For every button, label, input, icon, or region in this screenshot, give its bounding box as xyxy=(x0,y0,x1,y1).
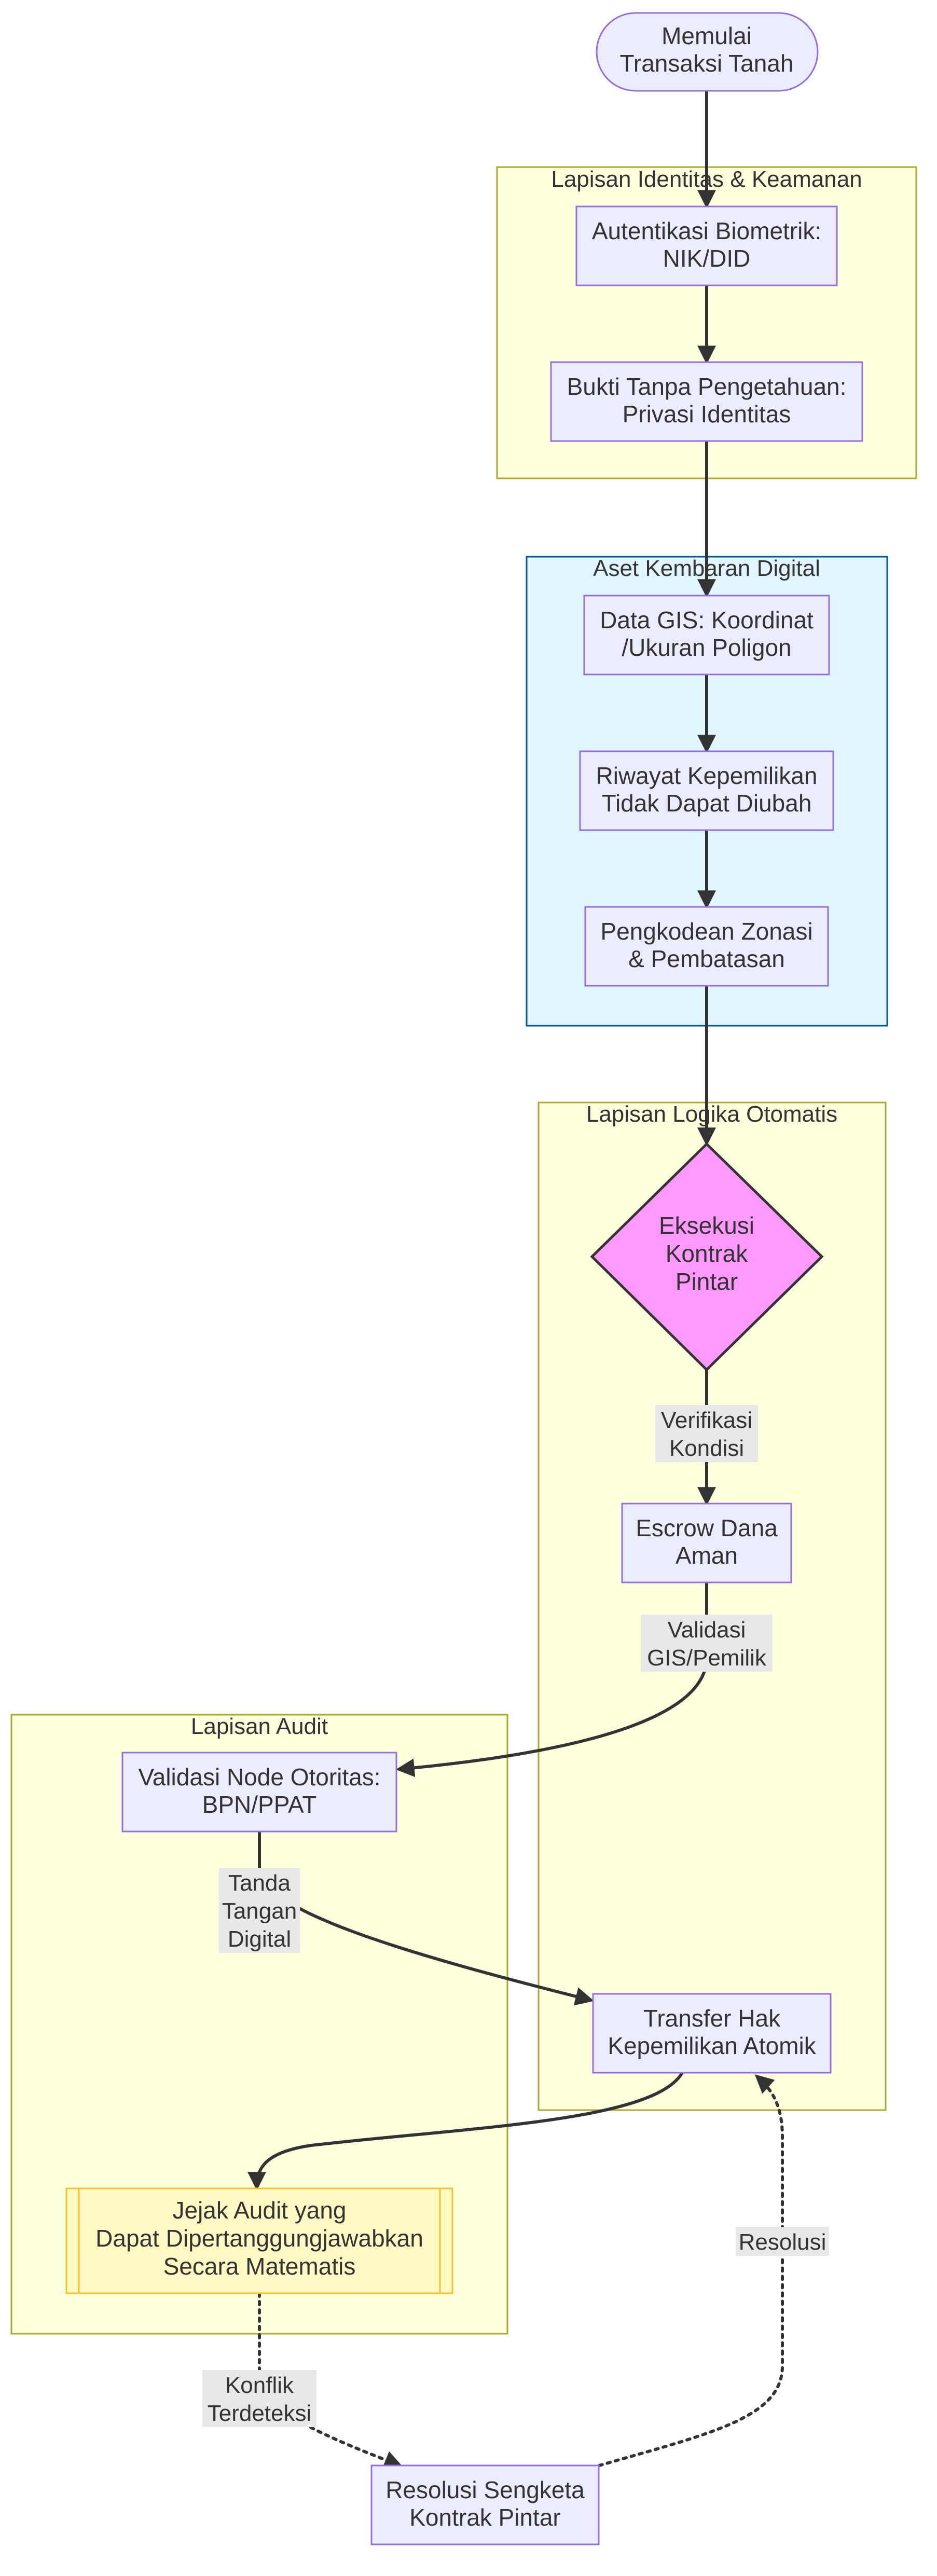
node-history-line2: Tidak Dapat Diubah xyxy=(602,790,812,817)
cluster-audit-title: Lapisan Audit xyxy=(191,1714,328,1739)
node-transfer-line1: Transfer Hak xyxy=(643,2005,781,2032)
edge-label-validate: Validasi GIS/Pemilik xyxy=(641,1615,773,1672)
node-escrow-line1: Escrow Dana xyxy=(636,1514,778,1541)
node-transfer-line2: Kepemilikan Atomik xyxy=(608,2032,816,2059)
node-dispute-line1: Resolusi Sengketa xyxy=(385,2476,585,2503)
node-validator-line2: BPN/PPAT xyxy=(202,1791,317,1818)
node-start-line2: Transaksi Tanah xyxy=(620,50,794,77)
node-audit-trail: Jejak Audit yang Dapat Dipertanggungjawa… xyxy=(65,2187,453,2294)
edge-label-verify-line2: Kondisi xyxy=(669,1436,744,1461)
node-contract-line3: Pintar xyxy=(676,1268,738,1295)
edge-label-signature: Tanda Tangan Digital xyxy=(219,1868,300,1953)
edge-transfer-audit xyxy=(247,2072,684,2191)
edge-label-signature-line2: Tangan xyxy=(222,1898,297,1924)
edge-label-resolution: Resolusi xyxy=(736,2227,829,2256)
node-zoning-line2: & Pembatasan xyxy=(628,945,785,972)
node-gis-line2: /Ukuran Poligon xyxy=(622,634,791,661)
edge-escrow-validator xyxy=(395,1582,708,1778)
edge-label-conflict-line2: Terdeteksi xyxy=(208,2401,312,2426)
node-dispute: Resolusi Sengketa Kontrak Pintar xyxy=(370,2464,600,2545)
node-audit-trail-line2: Dapat Dipertanggungjawabkan xyxy=(95,2225,423,2252)
node-biometric: Autentikasi Biometrik: NIK/DID xyxy=(575,205,838,286)
edge-label-conflict-line1: Konflik xyxy=(225,2373,294,2398)
node-contract-line2: Kontrak xyxy=(666,1240,749,1267)
edge-label-validate-line1: Validasi xyxy=(668,1617,746,1643)
edge-label-verify: Verifikasi Kondisi xyxy=(655,1405,758,1462)
edge-label-verify-line1: Verifikasi xyxy=(661,1408,752,1433)
node-zkp-line2: Privasi Identitas xyxy=(623,401,791,428)
node-gis-line1: Data GIS: Koordinat xyxy=(600,607,814,633)
node-audit-trail-line1: Jejak Audit yang xyxy=(172,2197,346,2224)
node-history-line1: Riwayat Kepemilikan xyxy=(596,762,818,789)
node-history: Riwayat Kepemilikan Tidak Dapat Diubah xyxy=(579,750,834,831)
node-dispute-line2: Kontrak Pintar xyxy=(409,2504,560,2531)
node-contract-line1: Eksekusi xyxy=(659,1212,754,1239)
edge-dispute-transfer xyxy=(598,2074,784,2467)
node-transfer: Transfer Hak Kepemilikan Atomik xyxy=(592,1993,832,2074)
edge-label-conflict: Konflik Terdeteksi xyxy=(202,2370,316,2427)
node-audit-trail-line3: Secara Matematis xyxy=(163,2253,356,2280)
edge-label-resolution-line1: Resolusi xyxy=(739,2229,826,2255)
edge-label-signature-line3: Digital xyxy=(228,1926,291,1952)
node-zkp: Bukti Tanpa Pengetahuan: Privasi Identit… xyxy=(550,361,863,442)
node-gis: Data GIS: Koordinat /Ukuran Poligon xyxy=(583,595,830,676)
node-zoning-line1: Pengkodean Zonasi xyxy=(600,918,812,945)
edge-label-validate-line2: GIS/Pemilik xyxy=(647,1645,767,1671)
node-start: Memulai Transaksi Tanah xyxy=(596,12,819,92)
node-escrow-line2: Aman xyxy=(676,1542,738,1569)
node-validator: Validasi Node Otoritas: BPN/PPAT xyxy=(121,1752,397,1833)
node-validator-line1: Validasi Node Otoritas: xyxy=(138,1764,380,1790)
node-biometric-line1: Autentikasi Biometrik: xyxy=(592,217,821,244)
node-zoning: Pengkodean Zonasi & Pembatasan xyxy=(584,906,829,987)
node-biometric-line2: NIK/DID xyxy=(663,245,751,272)
node-start-line1: Memulai xyxy=(662,22,752,49)
node-zkp-line1: Bukti Tanpa Pengetahuan: xyxy=(567,373,847,400)
edge-label-signature-line1: Tanda xyxy=(228,1870,291,1896)
node-contract: Eksekusi Kontrak Pintar xyxy=(590,1142,824,1372)
cluster-logic-title: Lapisan Logika Otomatis xyxy=(586,1101,837,1127)
node-escrow: Escrow Dana Aman xyxy=(621,1503,792,1583)
